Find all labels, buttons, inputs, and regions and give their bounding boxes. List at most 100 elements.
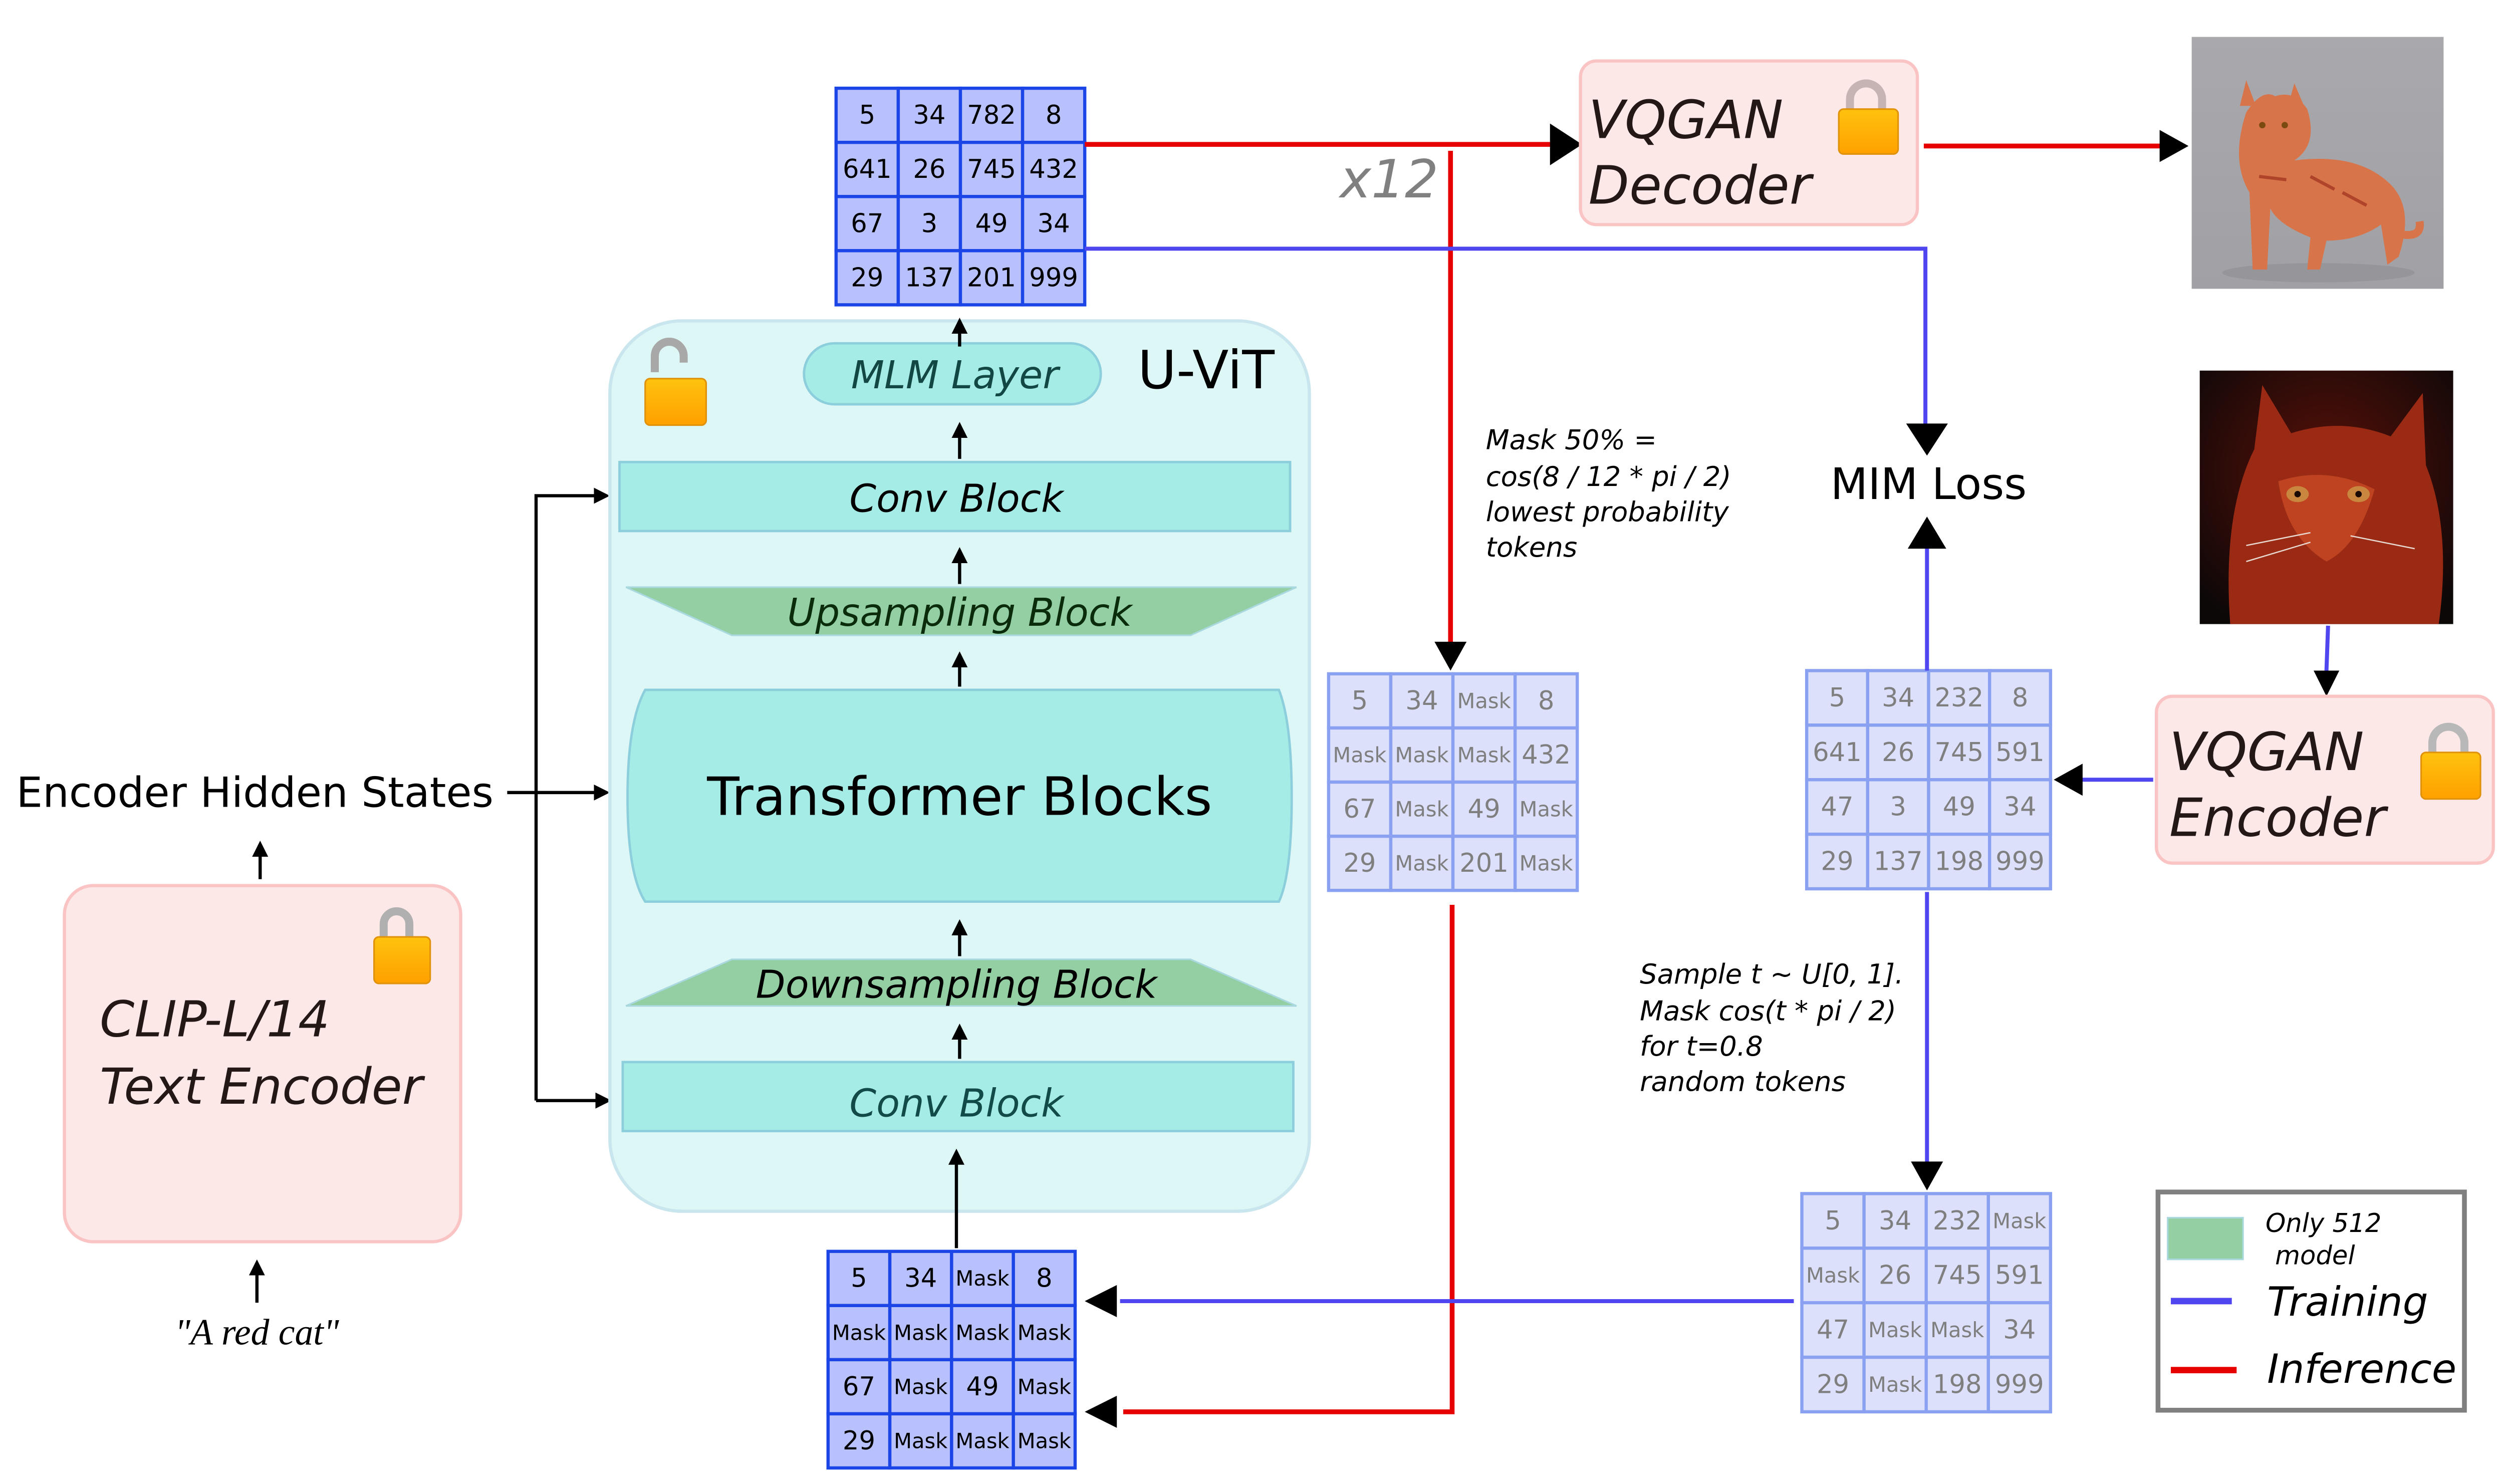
vqgan-decoder-line1: VQGAN: [1589, 89, 1784, 150]
mlm-layer-block: [803, 342, 1102, 406]
training-mask-note: Sample t ~ U[0, 1]. Mask cos(t * pi / 2)…: [1640, 958, 1903, 1098]
mask-token: Mask: [832, 1320, 886, 1345]
mask-token: Mask: [1395, 743, 1448, 768]
token-cell: [1012, 1412, 1077, 1470]
training-note-line: Mask cos(t * pi / 2): [1640, 995, 1896, 1027]
downsampling-block-label: Downsampling Block: [756, 963, 1159, 1008]
token-value: 29: [851, 263, 883, 293]
token-value: 34: [913, 100, 945, 130]
text-encoder-title-line2: Text Encoder: [100, 1058, 425, 1116]
iteration-count-label: x12: [1338, 148, 1438, 210]
legend-only512-line2: model: [2275, 1241, 2355, 1271]
token-value: 641: [843, 154, 892, 184]
training-note-line: random tokens: [1640, 1065, 1846, 1097]
token-cell: [950, 1412, 1015, 1470]
training-note-line: for t=0.8: [1640, 1030, 1763, 1062]
mask-token: Mask: [1018, 1320, 1071, 1345]
token-value: 29: [1817, 1369, 1849, 1399]
token-value: 201: [967, 263, 1016, 293]
vqgan-decoder-line2: Decoder: [1589, 155, 1814, 216]
lock-icon: [1838, 79, 1899, 155]
mask-token: Mask: [1395, 797, 1448, 822]
token-value: 29: [1343, 848, 1376, 878]
token-cell: [1924, 1247, 1990, 1305]
conv-block-bottom: [621, 1061, 1295, 1132]
legend-only512-swatch: [2167, 1216, 2244, 1261]
token-cell: [1866, 723, 1930, 782]
token-cell: [1986, 1247, 2053, 1305]
conv-block-top: [618, 460, 1292, 533]
token-cell: [1927, 778, 1991, 836]
token-value: 8: [1046, 100, 1062, 130]
mask-token: Mask: [894, 1374, 947, 1399]
token-value: 67: [1343, 794, 1376, 824]
token-value: 67: [843, 1372, 875, 1402]
token-value: 34: [2003, 792, 2036, 822]
uvit-container: U-ViT MLM Layer Conv Block Upsampling Bl…: [608, 318, 1311, 1249]
token-value: 47: [1817, 1315, 1849, 1345]
token-cell: [1862, 1301, 1928, 1359]
token-cell: [958, 140, 1025, 198]
mask-token: Mask: [894, 1428, 947, 1453]
token-cell: [896, 195, 962, 253]
mask-token: Mask: [1868, 1372, 1922, 1397]
training-arrowheads: [1085, 423, 2340, 1317]
token-value: 5: [859, 100, 876, 130]
downsampling-block: [625, 958, 1297, 1007]
mask-token: Mask: [1333, 743, 1386, 768]
token-value: 201: [1459, 848, 1509, 878]
token-value: 29: [1821, 847, 1853, 877]
mim-loss-label: MIM Loss: [1831, 459, 2027, 510]
token-cell: [1327, 672, 1393, 730]
token-cell: [1805, 832, 1870, 891]
mask-token: Mask: [1806, 1263, 1860, 1288]
lock-icon: [373, 907, 431, 984]
token-cell: [1862, 1355, 1928, 1414]
token-value: 34: [1882, 683, 1914, 713]
token-value: 999: [1995, 847, 2045, 877]
token-value: 641: [1813, 737, 1862, 768]
vqgan-decoder-box: VQGAN Decoder: [1579, 59, 1919, 226]
conv-block-top-label: Conv Block: [849, 476, 1065, 521]
token-value: 3: [1890, 792, 1906, 822]
mask-token: Mask: [955, 1320, 1009, 1345]
mask-token: Mask: [1457, 688, 1511, 713]
text-encoder-title-line1: CLIP-L/14: [100, 991, 330, 1049]
token-value: 745: [967, 154, 1016, 184]
mask-token: Mask: [1457, 743, 1511, 768]
legend-training-label: Training: [2267, 1279, 2428, 1325]
token-value: 49: [1468, 794, 1500, 824]
mask-token: Mask: [1520, 797, 1573, 822]
token-value: 34: [1038, 208, 1070, 238]
mask-token: Mask: [1395, 851, 1448, 876]
token-value: 8: [1538, 686, 1555, 716]
upsampling-block-label: Upsampling Block: [787, 591, 1134, 635]
token-value: 999: [1995, 1369, 2044, 1399]
vqgan-encoder-line2: Encoder: [2169, 787, 2389, 848]
token-cell: [896, 86, 962, 144]
token-cell: [950, 1304, 1015, 1362]
legend-inference-label: Inference: [2267, 1346, 2456, 1392]
token-cell: [826, 1358, 892, 1416]
token-cell: [1805, 778, 1870, 836]
token-value: 26: [1879, 1261, 1911, 1291]
legend: Only 512 model Training Inference: [2155, 1189, 2467, 1413]
token-cell: [1866, 669, 1930, 727]
token-value: 232: [1934, 683, 1983, 713]
token-value: 8: [2012, 683, 2029, 713]
token-value: 47: [1821, 792, 1853, 822]
mask-token: Mask: [894, 1320, 947, 1345]
token-value: 49: [975, 208, 1008, 238]
transformer-blocks-label: Transformer Blocks: [706, 766, 1212, 828]
token-cell: [1800, 1301, 1866, 1359]
token-cell: [1513, 780, 1579, 838]
mask-token: Mask: [955, 1266, 1009, 1291]
mask-token: Mask: [1992, 1208, 2046, 1233]
token-value: 49: [1943, 792, 1975, 822]
encoder-hidden-states-label: Encoder Hidden States: [17, 769, 493, 817]
token-cell: [1513, 834, 1579, 892]
inference-mask-note: Mask 50% = cos(8 / 12 * pi / 2) lowest p…: [1486, 424, 1731, 564]
